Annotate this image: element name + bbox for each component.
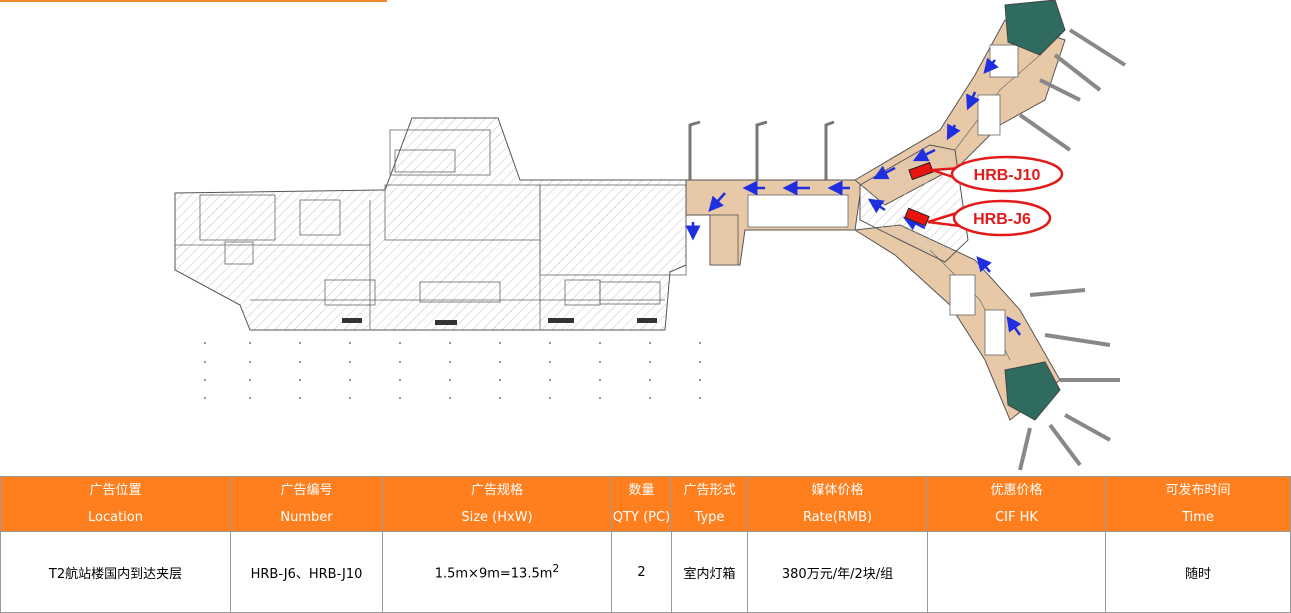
cell-size: 1.5m×9m=13.5m2 [382, 531, 612, 613]
column-grid-dots [204, 342, 701, 399]
cell-time: 随时 [1105, 531, 1291, 613]
terminal-floor-plan: HRB-J10 HRB-J6 [174, 0, 1127, 471]
jet-bridges-connector [688, 120, 835, 182]
cell-cif [927, 531, 1106, 613]
billboard-j6-marker [904, 207, 930, 227]
flow-arrows [685, 57, 1022, 336]
cell-rate: 380万元/年/2块/组 [747, 531, 928, 613]
jet-bridges-piers [1018, 28, 1127, 471]
cell-type: 室内灯箱 [671, 531, 748, 613]
billboard-j10-marker [908, 161, 934, 181]
callout-hrb-j10: HRB-J10 [950, 155, 1064, 193]
top-accent-line [0, 0, 387, 2]
callout-hrb-j10-label: HRB-J10 [974, 167, 1041, 184]
callout-hrb-j6-label: HRB-J6 [973, 211, 1031, 228]
cell-qty: 2 [611, 531, 672, 613]
callout-hrb-j6: HRB-J6 [952, 199, 1052, 237]
main-terminal-building [174, 117, 687, 331]
cell-number: HRB-J6、HRB-J10 [230, 531, 383, 613]
table-row: T2航站楼国内到达夹层 HRB-J6、HRB-J10 1.5m×9m=13.5m… [0, 531, 1291, 613]
gate-rooms [1004, 0, 1066, 421]
billboard-markers [904, 161, 934, 227]
connector-corridor [685, 179, 861, 266]
cell-location: T2航站楼国内到达夹层 [0, 531, 231, 613]
